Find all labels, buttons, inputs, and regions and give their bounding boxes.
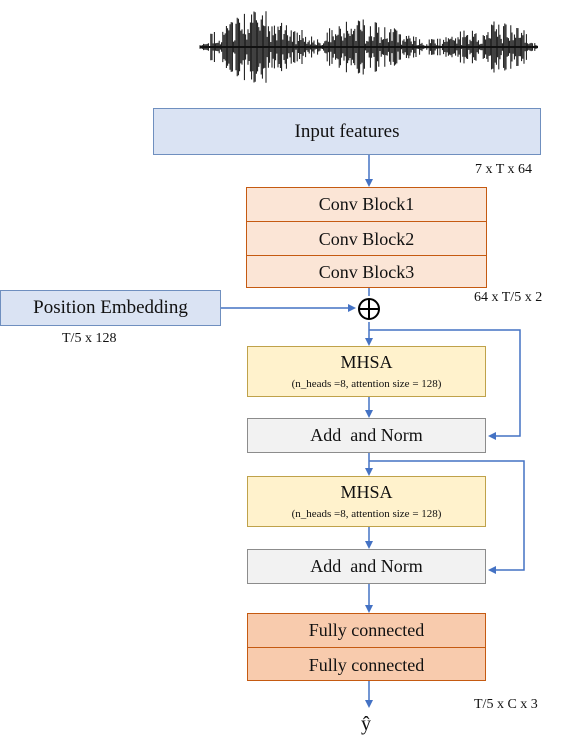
mhsa-2-title: MHSA xyxy=(340,481,393,502)
mhsa-box-2: MHSA (n_heads =8, attention size = 128) xyxy=(247,476,486,527)
residual-connection-1 xyxy=(369,329,521,440)
conv-dimension-label: 64 x T/5 x 2 xyxy=(474,290,543,305)
position-dimension-label: T/5 x 128 xyxy=(62,331,117,346)
input-dimension-label: 7 x T x 64 xyxy=(475,162,533,177)
conv-block-2: Conv Block2 xyxy=(247,221,486,256)
input-features-label: Input features xyxy=(294,120,400,142)
mhsa-2-params: (n_heads =8, attention size = 128) xyxy=(291,507,442,520)
conv-block-group: Conv Block1 Conv Block2 Conv Block3 xyxy=(246,187,487,288)
add-and-norm-1-label: Add and Norm xyxy=(310,425,423,445)
conv-block-1: Conv Block1 xyxy=(318,194,415,214)
output-dimension-label: T/5 x C x 3 xyxy=(474,697,538,712)
position-embedding-label: Position Embedding xyxy=(33,297,188,318)
add-and-norm-box-2: Add and Norm xyxy=(247,549,486,584)
add-and-norm-box-1: Add and Norm xyxy=(247,418,486,453)
mhsa-1-title: MHSA xyxy=(340,351,393,372)
position-embedding-box: Position Embedding xyxy=(0,290,221,326)
fully-connected-group: Fully connected Fully connected xyxy=(247,613,486,681)
fully-connected-layer-1: Fully connected xyxy=(308,620,425,640)
output-label: ŷ xyxy=(361,713,371,735)
conv-block-3: Conv Block3 xyxy=(247,255,486,289)
waveform-icon xyxy=(199,11,538,83)
fully-connected-layer-2: Fully connected xyxy=(248,647,485,682)
add-and-norm-2-label: Add and Norm xyxy=(310,556,423,576)
input-features-box: Input features xyxy=(153,108,541,155)
mhsa-box-1: MHSA (n_heads =8, attention size = 128) xyxy=(247,346,486,397)
residual-connection-2 xyxy=(369,460,525,574)
mhsa-1-params: (n_heads =8, attention size = 128) xyxy=(291,377,442,390)
